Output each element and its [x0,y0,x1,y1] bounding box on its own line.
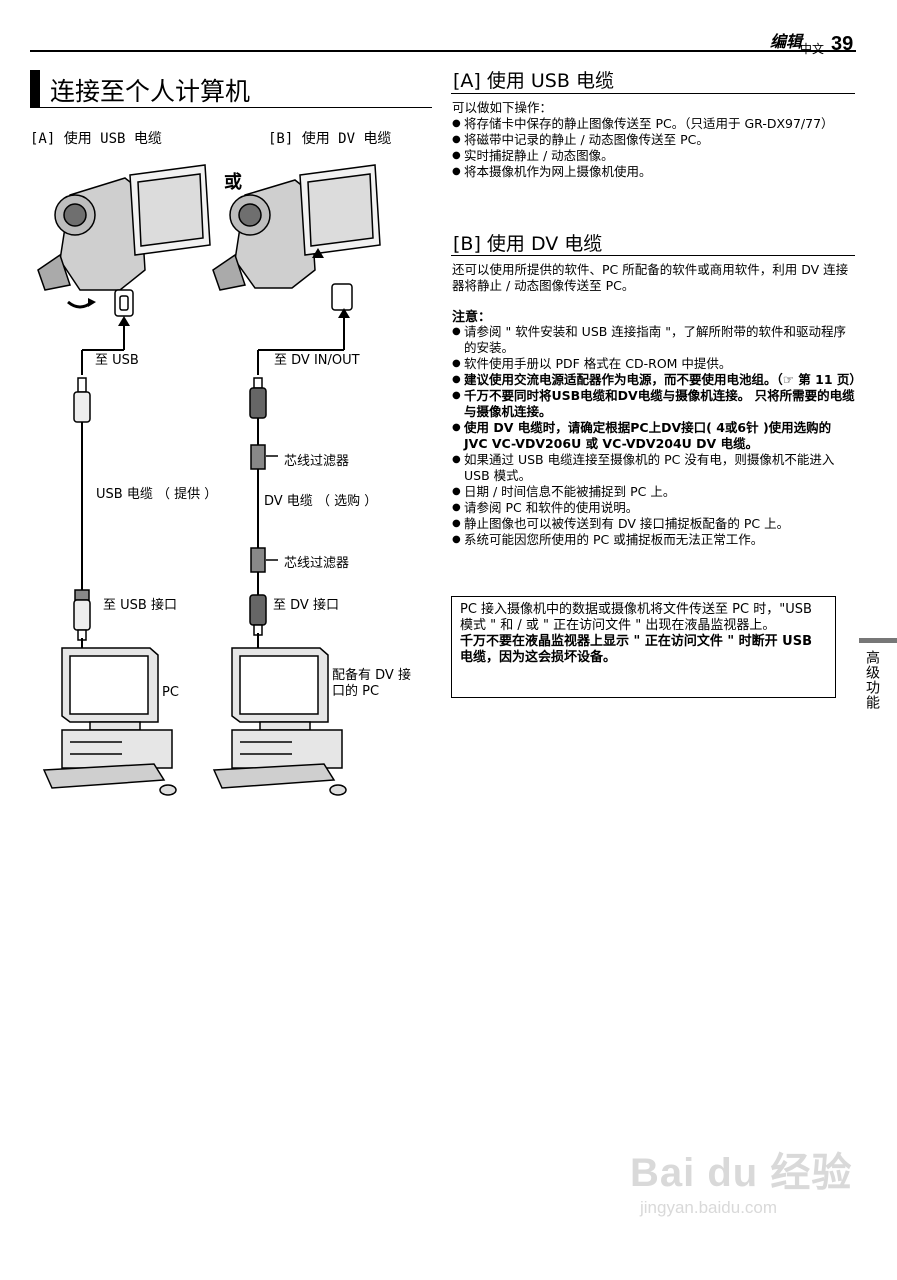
label-usb-cable: USB 电缆 （ 提供 ） [96,487,218,502]
header-rule [30,50,856,52]
camcorder-b-illustration [212,164,381,311]
page-number: 39 [831,33,854,55]
header-language: 中文 [800,42,825,56]
page-title: 连接至个人计算机 [50,77,251,106]
usb-cable-illustration [73,377,91,641]
note-item: 使用 DV 电缆时，请确定根据PC上DV接口( 4或6针 )使用选购的 JVC … [452,420,856,452]
title-marker [30,70,40,108]
side-tab-marker [859,638,897,643]
connection-diagram [37,164,381,796]
label-dv-cable: DV 电缆 （ 选购 ） [264,494,378,509]
section-a-title: [A] 使用 USB 电缆 [453,70,614,92]
note-item: 请参阅 " 软件安装和 USB 连接指南 "，了解所附带的软件和驱动程序的安装。 [452,324,856,356]
section-a-body: 可以做如下操作： 将存储卡中保存的静止图像传送至 PC。（只适用于 GR-DX9… [452,100,852,180]
section-b-rule [451,255,855,256]
label-usb-cable-section: [A] 使用 USB 电缆 [30,131,162,147]
note-item: 请参阅 PC 和软件的使用说明。 [452,500,856,516]
watermark-brand: Bai du 经验 [630,1151,853,1195]
list-item: 将本摄像机作为网上摄像机使用。 [452,164,852,180]
label-core-filter-2: 芯线过滤器 [284,556,350,571]
warning-text-2: 千万不要在液晶监视器上显示 " 正在访问文件 " 时断开 USB 电缆，因为这会… [460,634,813,665]
header-section: 编辑 [770,32,803,51]
label-to-dv-port: 至 DV 接口 [273,598,339,613]
pc-a-illustration [42,647,177,796]
note-item: 千万不要同时将USB电缆和DV电缆与摄像机连接。 只将所需要的电缆与摄像机连接。 [452,388,856,420]
label-dv-cable-section: [B] 使用 DV 电缆 [268,131,392,147]
note-item: 如果通过 USB 电缆连接至摄像机的 PC 没有电，则摄像机不能进入 USB 模… [452,452,856,484]
warning-text-1: PC 接入摄像机中的数据或摄像机将文件传送至 PC 时，"USB 模式 " 和 … [460,602,812,633]
watermark: Bai du 经验 jingyan.baidu.com [630,1140,852,1218]
note-item: 建议使用交流电源适配器作为电源，而不要使用电池组。（☞ 第 11 页） [452,372,862,388]
label-core-filter-1: 芯线过滤器 [284,454,350,469]
watermark-url: jingyan.baidu.com [640,1198,778,1217]
section-a-intro: 可以做如下操作： [452,100,553,115]
title-rule [30,107,432,108]
label-to-usb: 至 USB [95,353,139,368]
note-item: 日期 / 时间信息不能被捕捉到 PC 上。 [452,484,856,500]
notes-list: 请参阅 " 软件安装和 USB 连接指南 "，了解所附带的软件和驱动程序的安装。… [452,324,862,548]
label-to-usb-port: 至 USB 接口 [103,598,177,613]
note-title: 注意： [452,310,492,325]
warning-box: PC 接入摄像机中的数据或摄像机将文件传送至 PC 时，"USB 模式 " 和 … [451,596,836,698]
label-to-dv-inout: 至 DV IN/OUT [274,353,360,368]
label-pc: PC [162,685,179,700]
dv-cable-illustration [249,377,267,636]
note-item: 系统可能因您所使用的 PC 或捕捉板而无法正常工作。 [452,532,856,548]
section-b-text: 还可以使用所提供的软件、PC 所配备的软件或商用软件，利用 DV 连接器将静止 … [452,262,849,293]
label-pc-with-dv-1: 配备有 DV 接 [332,668,411,683]
list-item: 将磁带中记录的静止 / 动态图像传送至 PC。 [452,132,852,148]
label-pc-with-dv-2: 口的 PC [332,684,380,699]
camcorder-a-illustration [37,164,211,317]
list-item: 将存储卡中保存的静止图像传送至 PC。（只适用于 GR-DX97/77） [452,116,852,132]
pc-b-illustration [212,647,347,796]
list-item: 实时捕捉静止 / 动态图像。 [452,148,852,164]
section-b-title: [B] 使用 DV 电缆 [453,233,603,255]
section-a-rule [451,93,855,94]
note-item: 静止图像也可以被传送到有 DV 接口捕捉板配备的 PC 上。 [452,516,856,532]
note-item: 软件使用手册以 PDF 格式在 CD-ROM 中提供。 [452,356,856,372]
or-label: 或 [224,172,242,193]
side-tab-label: 高级功能 [864,650,880,710]
